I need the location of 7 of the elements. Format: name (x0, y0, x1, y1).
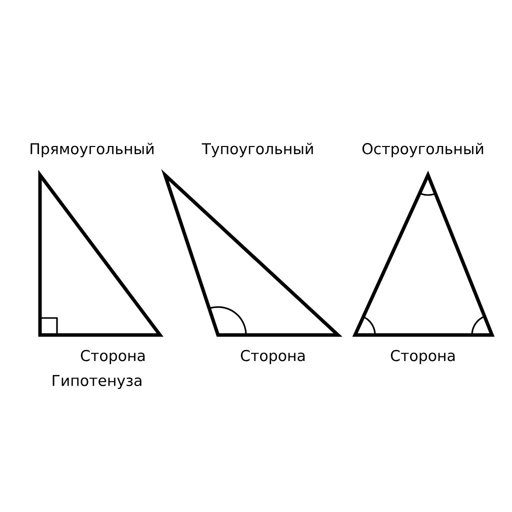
triangle-title: Прямоугольный (30, 142, 154, 158)
triangle-title: Тупоугольный (202, 142, 313, 158)
side-label: Сторона (240, 350, 305, 364)
side-label: Гипотенуза (52, 375, 142, 389)
triangle-title: Остроугольный (362, 142, 484, 158)
side-label: Сторона (390, 350, 455, 364)
side-label: Сторона (80, 350, 145, 364)
